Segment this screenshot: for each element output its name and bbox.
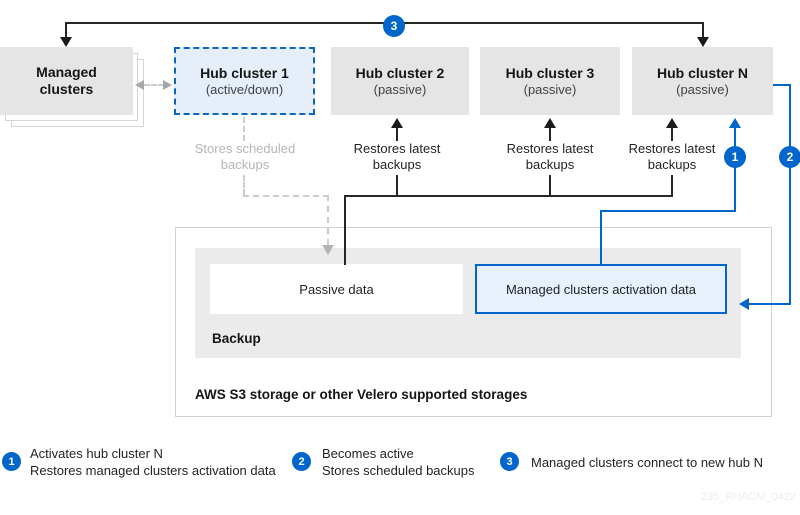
activation-data-label: Managed clusters activation data: [505, 281, 697, 297]
legend-1-line-2: Restores managed clusters activation dat…: [30, 462, 276, 478]
passive-data-box: Passive data: [210, 264, 463, 314]
restore-branch-hub3-upper: [549, 127, 551, 141]
dashed-arrow-right-icon: [163, 80, 172, 90]
node-title: Hub cluster 1: [200, 64, 289, 81]
store-path-horizontal-top: [773, 84, 791, 86]
watermark: 235_RHACM_0422: [700, 491, 796, 503]
restore-label-hub3: Restores latest backups: [492, 141, 608, 173]
blue-arrow-into-hub-n-icon: [729, 118, 741, 128]
arrow-up-into-hub-n-icon: [666, 118, 678, 128]
node-title: Hub cluster 2: [355, 64, 445, 81]
connector-top-right-drop: [702, 22, 704, 38]
gray-arrow-into-backup-icon: [322, 245, 334, 255]
stores-backups-line-4: [327, 195, 329, 245]
node-managed-clusters: Managed clusters: [0, 47, 133, 115]
stores-backups-line-3: [243, 195, 329, 197]
node-subtitle: (active/down): [205, 81, 284, 97]
node-subtitle: (passive): [676, 81, 729, 97]
restore-branch-hub3-lower: [549, 175, 551, 196]
restore-label-hubn: Restores latest backups: [614, 141, 730, 173]
restore-trunk-line: [344, 195, 673, 197]
node-hub-cluster-2: Hub cluster 2 (passive): [331, 47, 469, 115]
step-1-badge: 1: [724, 146, 746, 168]
legend-3-line-1: Managed clusters connect to new hub N: [531, 455, 763, 470]
activation-path-vertical-lower: [600, 210, 602, 265]
arrow-down-into-managed-icon: [60, 37, 72, 47]
activation-data-box: Managed clusters activation data: [475, 264, 727, 314]
restore-label-hub2: Restores latest backups: [339, 141, 455, 173]
node-hub-cluster-3: Hub cluster 3 (passive): [480, 47, 620, 115]
restore-branch-hubn-upper: [671, 127, 673, 141]
node-title: Hub cluster N: [656, 64, 748, 81]
blue-arrow-into-storage-icon: [739, 298, 749, 310]
store-path-horizontal-bottom: [748, 303, 791, 305]
connector-top-left-drop: [65, 22, 67, 38]
arrow-up-into-hub-3-icon: [544, 118, 556, 128]
node-title: Hub cluster 3: [505, 64, 595, 81]
passive-data-label: Passive data: [299, 281, 374, 297]
legend-2-line-1: Becomes active: [322, 446, 414, 461]
arrow-down-into-hub-n-icon: [697, 37, 709, 47]
legend-1-line-1: Activates hub cluster N: [30, 446, 163, 461]
legend-2-line-2: Stores scheduled backups: [322, 462, 475, 478]
node-subtitle: (passive): [523, 81, 577, 97]
legend-3-text: Managed clusters connect to new hub N: [531, 455, 763, 472]
storage-title: AWS S3 storage or other Velero supported…: [195, 387, 528, 402]
dashed-sync-line: [144, 84, 164, 86]
step-3-badge: 3: [383, 15, 405, 37]
legend-2-text: Becomes active Stores scheduled backups: [322, 446, 474, 479]
node-hub-cluster-1: Hub cluster 1 (active/down): [174, 47, 315, 115]
backup-label: Backup: [212, 331, 261, 346]
node-hub-cluster-n: Hub cluster N (passive): [632, 47, 773, 115]
step-2-badge: 2: [779, 146, 800, 168]
stores-backups-line-1: [243, 117, 245, 141]
activation-path-horizontal: [600, 210, 736, 212]
store-path-vertical: [789, 84, 791, 305]
legend-3-badge: 3: [500, 452, 519, 471]
legend-2-badge: 2: [292, 452, 311, 471]
node-title: Managed clusters: [36, 64, 97, 97]
restore-branch-hubn-lower: [671, 175, 673, 196]
restore-branch-hub2-upper: [396, 127, 398, 141]
stores-backups-line-2: [243, 175, 245, 195]
stores-backups-label: Stores scheduled backups: [187, 141, 303, 173]
dashed-arrow-left-icon: [135, 80, 144, 90]
restore-line-from-passive-data: [344, 195, 346, 265]
legend-1-text: Activates hub cluster N Restores managed…: [30, 446, 276, 479]
legend-1-badge: 1: [2, 452, 21, 471]
activation-path-vertical-upper: [734, 127, 736, 211]
node-subtitle: (passive): [373, 81, 427, 97]
restore-branch-hub2-lower: [396, 175, 398, 196]
arrow-up-into-hub-2-icon: [391, 118, 403, 128]
